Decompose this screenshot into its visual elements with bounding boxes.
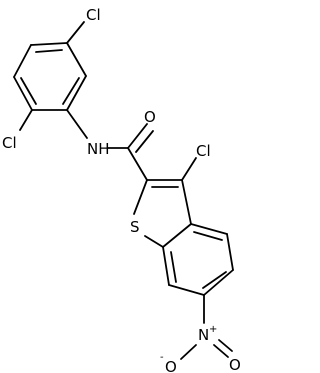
bond	[181, 157, 197, 181]
bond	[133, 179, 148, 215]
bond	[180, 344, 197, 360]
bond-inner	[202, 271, 227, 289]
bond	[66, 42, 87, 77]
atom-s: S	[130, 218, 140, 236]
thiophene-ring	[133, 179, 192, 248]
bond	[13, 76, 33, 111]
bond-inner	[20, 77, 37, 105]
bond	[135, 130, 154, 153]
bond	[190, 223, 228, 235]
bond	[66, 109, 88, 139]
bond	[213, 344, 229, 358]
charge-plus: +	[209, 324, 217, 335]
bond	[127, 123, 148, 149]
atom-cl-top: Cl	[86, 6, 101, 24]
atom-cl-ring: Cl	[196, 142, 211, 160]
bond	[13, 44, 32, 78]
atom-n-nitro: N	[198, 326, 209, 344]
bond	[66, 75, 87, 111]
bond	[144, 235, 164, 248]
atom-o-nitro-right: O	[229, 356, 241, 373]
bond	[162, 246, 170, 286]
bond	[168, 284, 205, 296]
benzo-ring	[162, 223, 234, 296]
charge-minus: -	[160, 352, 164, 363]
atom-o-carbonyl: O	[144, 108, 156, 126]
bond	[203, 269, 234, 296]
atom-o-nitro-left: O	[165, 358, 177, 373]
bond	[127, 147, 148, 181]
atom-cl-left: Cl	[2, 134, 17, 152]
bond-inner	[35, 49, 63, 53]
bond	[181, 179, 192, 225]
bond	[162, 223, 192, 248]
bond	[226, 233, 234, 271]
bond	[19, 109, 33, 131]
dichlorophenyl-ring	[13, 42, 87, 111]
bond-inner	[193, 231, 223, 241]
bond	[30, 42, 68, 46]
structure-diagram: Cl Cl NH O S Cl N + O - O	[2, 6, 241, 373]
bond	[218, 339, 233, 352]
bond-inner	[170, 251, 177, 283]
bond-inner	[62, 77, 80, 105]
atom-nh: NH	[87, 140, 110, 158]
bond	[66, 21, 85, 44]
